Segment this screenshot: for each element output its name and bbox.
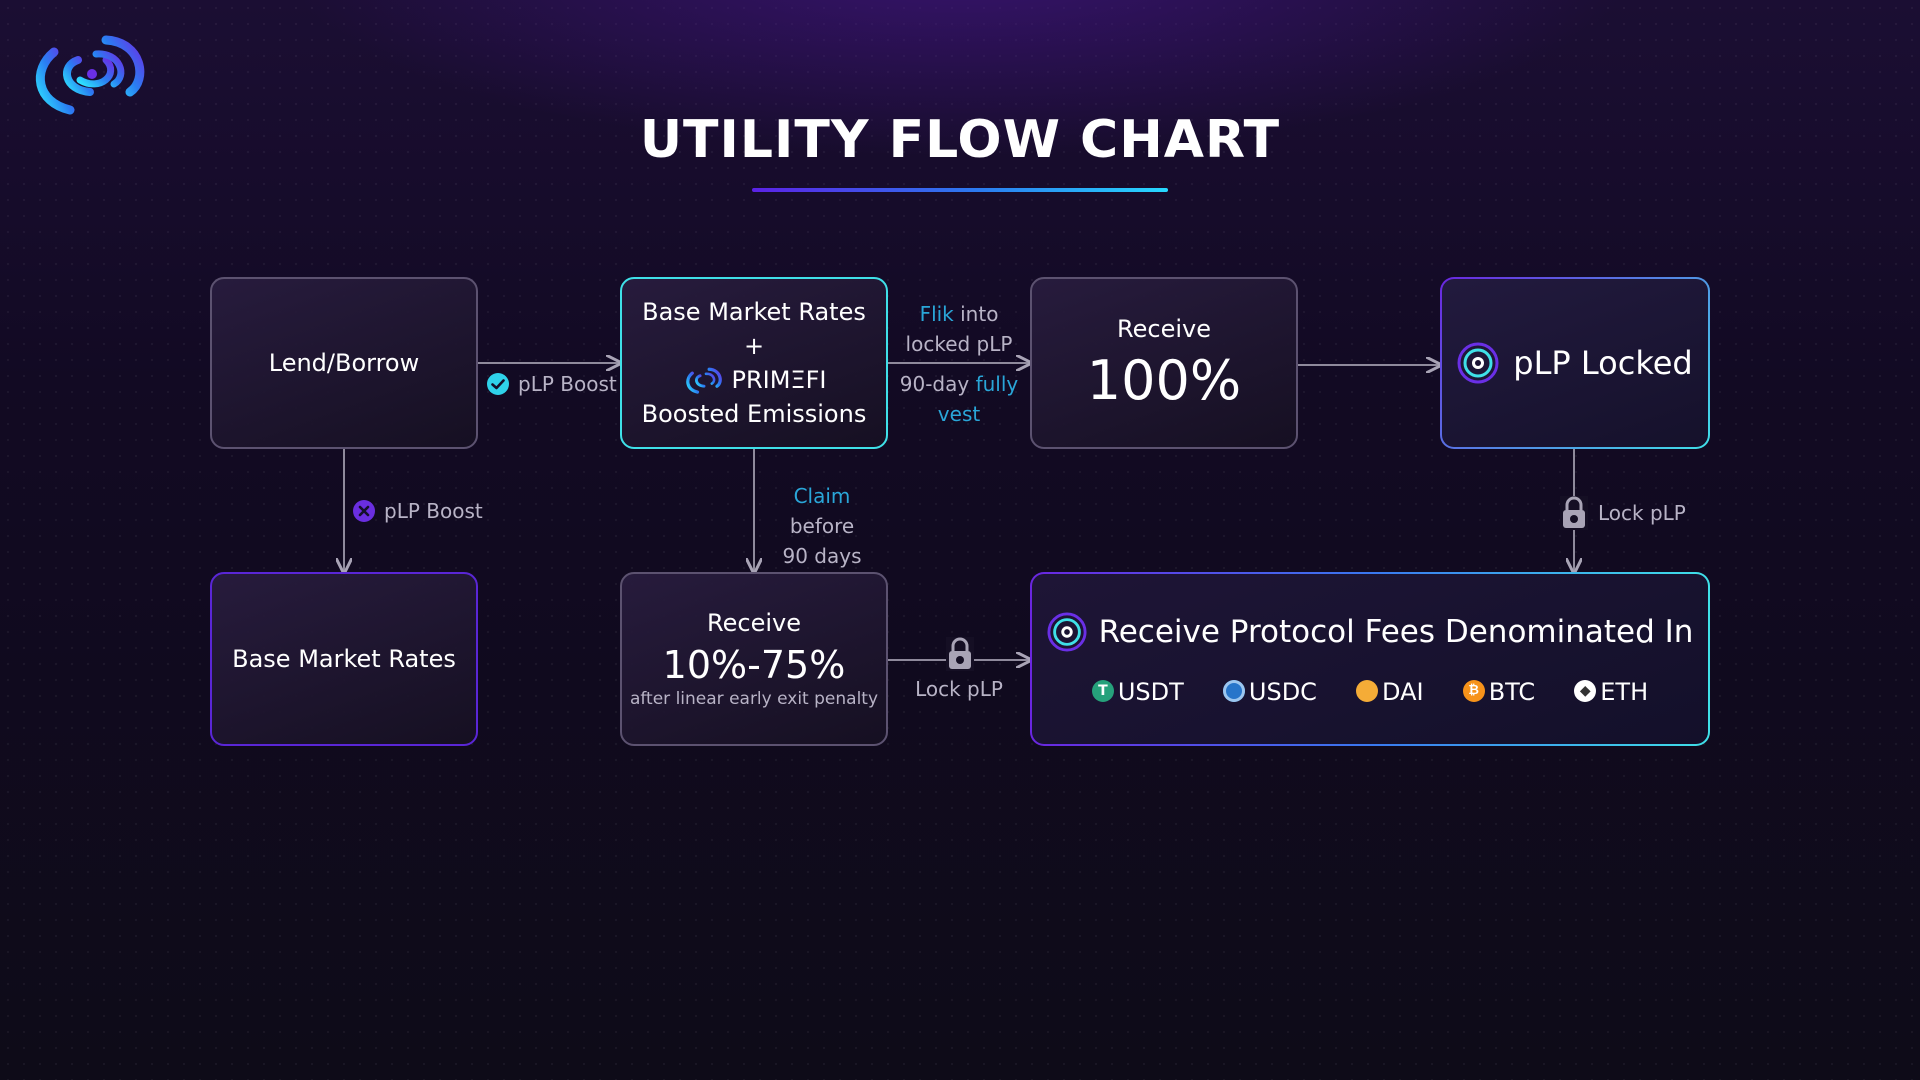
edge-label-vest: 90-day fully vest xyxy=(888,369,1030,429)
eth-icon: ◆ xyxy=(1574,680,1597,702)
penalty-note: after linear early exit penalty xyxy=(629,689,879,709)
page-title: UTILITY FLOW CHART xyxy=(639,110,1281,170)
edge-label-lock-plp-bottom: Lock pLP xyxy=(915,677,1003,701)
plp-boost-no-text: pLP Boost xyxy=(384,499,483,523)
currency-label: USDT xyxy=(1117,678,1184,706)
node-lend-borrow: Lend/Borrow xyxy=(210,277,478,449)
receive-full-value: 100% xyxy=(1086,348,1242,412)
edge-label-lock-plp-right: Lock pLP xyxy=(1560,496,1686,530)
primefi-brand: PRIMΞFI xyxy=(731,366,827,394)
node-base-rates-emissions: Base Market Rates + PRIMΞFI Boosted Emis… xyxy=(620,277,888,449)
protocol-fees-title: Receive Protocol Fees Denominated In xyxy=(1098,614,1694,650)
lock-icon xyxy=(946,637,974,671)
edge-label-claim: Claim before 90 days xyxy=(760,481,884,571)
currency-label: BTC xyxy=(1488,678,1536,706)
claim-line2: 90 days xyxy=(782,544,862,568)
currency-label: USDC xyxy=(1248,678,1317,706)
currency-label: ETH xyxy=(1600,678,1649,706)
flik-rest: into xyxy=(953,302,999,326)
node-receive-partial: Receive 10%-75% after linear early exit … xyxy=(620,572,888,746)
receive-label: Receive xyxy=(1117,314,1211,343)
plus-sign: + xyxy=(743,332,765,360)
node-receive-full: Receive 100% xyxy=(1030,277,1298,449)
boosted-emissions-line: Boosted Emissions xyxy=(641,400,867,428)
lock-plp-right-text: Lock pLP xyxy=(1598,501,1686,525)
base-rates-line: Base Market Rates xyxy=(642,298,866,326)
node-base-market-rates: Base Market Rates xyxy=(210,572,478,746)
base-market-rates-label: Base Market Rates xyxy=(232,645,456,673)
currency-label: DAI xyxy=(1382,678,1424,706)
btc-icon: ₿ xyxy=(1462,680,1485,702)
flik-highlight: Flik xyxy=(919,302,954,326)
plp-token-icon xyxy=(1047,612,1087,652)
node-plp-locked: pLP Locked xyxy=(1440,277,1710,449)
edge-label-plp-boost-yes: pLP Boost xyxy=(486,369,617,399)
edge-label-flik: Flik into locked pLP xyxy=(888,299,1030,359)
currency-usdc: USDC xyxy=(1222,678,1317,706)
check-circle-icon xyxy=(487,373,509,395)
dai-icon xyxy=(1356,680,1379,702)
receive-partial-value: 10%-75% xyxy=(662,643,846,687)
usdt-icon: T xyxy=(1091,680,1114,702)
vest-highlight2: vest xyxy=(937,402,981,426)
claim-highlight: Claim xyxy=(793,484,851,508)
currency-eth: ◆ETH xyxy=(1574,678,1648,706)
edge-label-plp-boost-no: pLP Boost xyxy=(352,496,483,526)
currency-dai: DAI xyxy=(1356,678,1424,706)
plp-boost-yes-text: pLP Boost xyxy=(518,372,617,396)
plp-token-icon xyxy=(1457,342,1499,384)
receive-partial-label: Receive xyxy=(707,609,801,637)
vest-highlight1: fully xyxy=(975,372,1019,396)
x-circle-icon xyxy=(353,500,375,522)
claim-rest: before xyxy=(789,514,855,538)
plp-locked-label: pLP Locked xyxy=(1513,344,1693,382)
primefi-logo xyxy=(35,35,145,115)
lend-borrow-label: Lend/Borrow xyxy=(268,349,420,377)
flik-line2: locked pLP xyxy=(905,332,1013,356)
vest-line1: 90-day xyxy=(899,372,976,396)
lock-icon xyxy=(1560,496,1588,530)
usdc-icon xyxy=(1222,680,1245,702)
primefi-small-logo-icon xyxy=(685,367,722,394)
title-underline xyxy=(752,188,1168,192)
currency-btc: ₿BTC xyxy=(1462,678,1536,706)
